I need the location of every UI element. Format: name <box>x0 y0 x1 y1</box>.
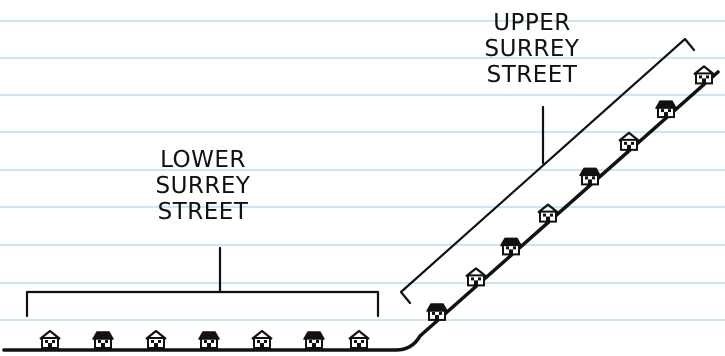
lower-label-line-2: SURREY <box>143 173 263 199</box>
street-road-line <box>4 72 718 350</box>
house-icon <box>694 66 714 83</box>
house-icon <box>619 133 639 150</box>
upper-label-line-2: SURREY <box>462 36 602 62</box>
house-icon <box>146 331 166 348</box>
house-icon <box>199 332 219 348</box>
house-icon <box>501 238 521 254</box>
lower-label-line-1: LOWER <box>143 147 263 173</box>
upper-surrey-street-label: UPPER SURREY STREET <box>462 10 602 88</box>
upper-label-line-3: STREET <box>462 62 602 88</box>
house-icon <box>427 304 447 320</box>
house-icon <box>466 268 486 285</box>
lower-label-line-3: STREET <box>143 199 263 225</box>
lower-surrey-street-label: LOWER SURREY STREET <box>143 147 263 225</box>
house-icon <box>304 332 324 348</box>
lower-street-bracket <box>27 248 378 316</box>
notebook-ruled-lines <box>0 21 725 320</box>
house-icon <box>580 168 600 184</box>
house-icon <box>93 332 113 348</box>
house-icon <box>656 101 676 117</box>
house-icon <box>349 331 369 348</box>
house-icon <box>40 331 60 348</box>
house-icon <box>252 331 272 348</box>
upper-label-line-1: UPPER <box>462 10 602 36</box>
